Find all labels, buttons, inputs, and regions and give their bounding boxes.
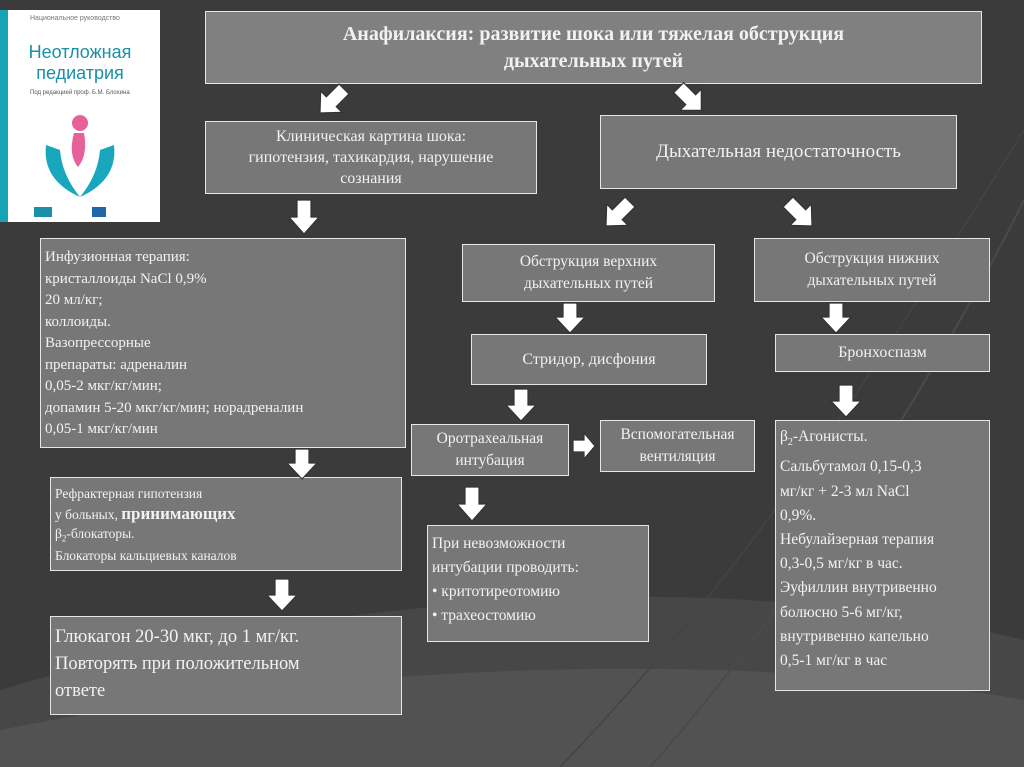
list-item: • трахеостомию (432, 607, 536, 624)
book-cover: Национальное руководство Неотложная педи… (0, 10, 160, 222)
cover-series: Национальное руководство (30, 15, 120, 22)
header-box: Анафилаксия: развитие шока или тяжелая о… (205, 11, 982, 84)
cover-publisher-logo (34, 207, 52, 217)
cover-stripe (0, 10, 8, 222)
refractory-box: Рефрактерная гипотензия у больных, прини… (50, 477, 402, 571)
infusion-box: Инфузионная терапия: кристаллоиды NaCl 0… (40, 238, 406, 448)
arrow-down-icon (456, 486, 488, 522)
arrow-down-left-icon (319, 83, 350, 114)
stridor-box: Стридор, дисфония (471, 334, 707, 385)
lower-airway-box: Обструкция нижних дыхательных путей (754, 238, 990, 302)
intubation-box: Оротрахеальная интубация (411, 424, 569, 476)
hands-logo-icon (45, 115, 115, 197)
cover-title: Неотложная педиатрия (28, 42, 132, 83)
shock-box: Клиническая картина шока: гипотензия, та… (205, 121, 537, 194)
ventilation-box: Вспомогательная вентиляция (600, 420, 755, 472)
glucagon-box: Глюкагон 20-30 мкг, до 1 мг/кг. Повторят… (50, 616, 402, 715)
arrow-down-icon (830, 384, 862, 418)
beta-agonists-box: β2-Агонисты. Сальбутамол 0,15-0,3 мг/кг … (775, 420, 990, 691)
list-item: • критотиреотомию (432, 583, 560, 600)
bronchospasm-box: Бронхоспазм (775, 334, 990, 372)
arrow-down-icon (505, 388, 537, 422)
arrow-down-right-icon (782, 196, 813, 227)
arrow-down-icon (820, 302, 852, 334)
arrow-down-left-icon (605, 196, 636, 227)
arrow-down-icon (266, 578, 298, 612)
cover-editor: Под редакцией проф. Б.М. Блохина (30, 90, 130, 96)
arrow-down-right-icon (672, 82, 702, 111)
resp-failure-box: Дыхательная недостаточность (600, 115, 957, 189)
upper-airway-box: Обструкция верхних дыхательных путей (462, 244, 715, 302)
arrow-right-icon (572, 432, 596, 460)
arrow-down-icon (554, 302, 586, 334)
cover-publisher-logo-2 (92, 207, 106, 217)
arrow-down-icon (288, 199, 320, 235)
arrow-down-icon (286, 448, 318, 480)
impossible-intubation-box: При невозможности интубации проводить: •… (427, 525, 649, 642)
